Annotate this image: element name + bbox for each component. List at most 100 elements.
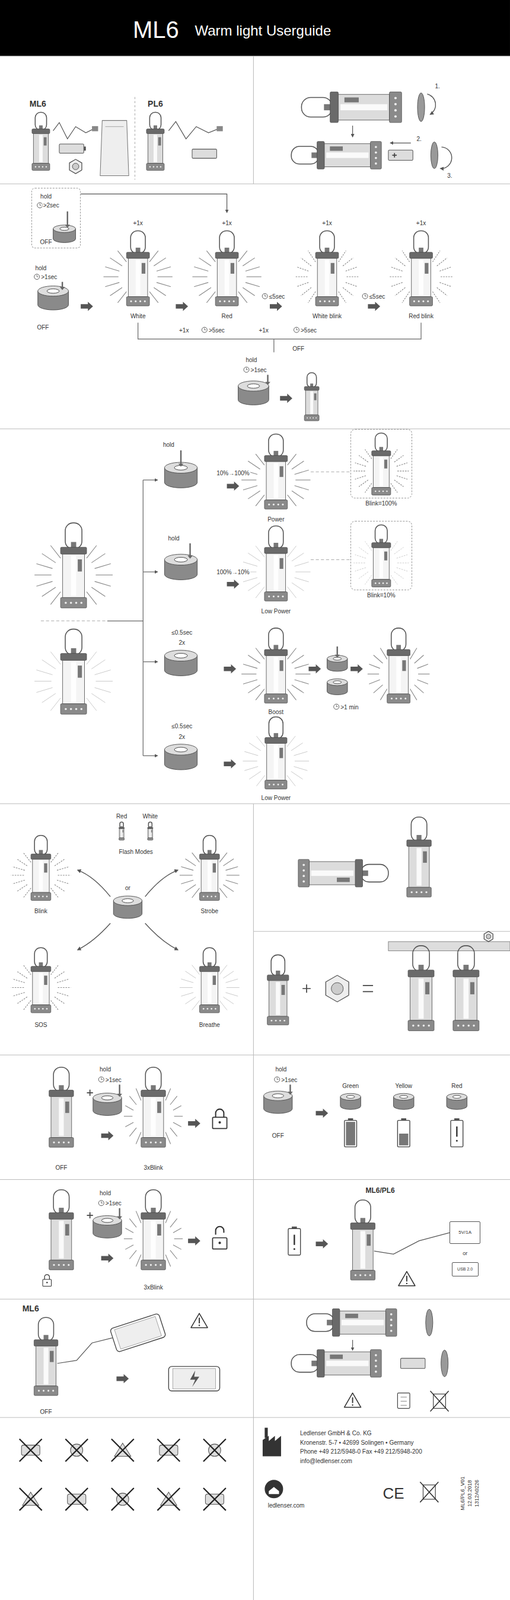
base-dot bbox=[422, 300, 425, 303]
text-label: ML6/PL6 bbox=[364, 1187, 395, 1196]
carabiner-hook bbox=[145, 1068, 161, 1093]
base-dot bbox=[210, 896, 213, 898]
base-dot bbox=[147, 839, 149, 841]
magnet-center bbox=[72, 163, 79, 170]
lantern-figure bbox=[367, 628, 430, 704]
button-icon bbox=[340, 1094, 361, 1111]
power-button bbox=[122, 899, 134, 904]
press-arrowhead bbox=[287, 1092, 293, 1096]
light-ray bbox=[174, 1116, 183, 1118]
lantern-cap bbox=[453, 970, 480, 978]
lantern-body bbox=[338, 94, 390, 120]
light-ray bbox=[294, 680, 309, 685]
step-arrow bbox=[101, 1132, 114, 1142]
carabiner-hook bbox=[268, 526, 284, 550]
warning-triangle bbox=[398, 1272, 416, 1287]
light-ray bbox=[110, 257, 123, 267]
charge-bolt bbox=[190, 1371, 200, 1389]
carabiner-hook bbox=[268, 717, 283, 740]
light-ray bbox=[287, 736, 296, 748]
base-dot bbox=[281, 697, 284, 700]
lantern-base bbox=[141, 1260, 166, 1271]
light-ray bbox=[291, 461, 304, 470]
light-ray bbox=[50, 592, 61, 605]
base-dot bbox=[218, 300, 221, 303]
lantern-body bbox=[36, 1347, 57, 1388]
base-dot bbox=[46, 896, 49, 898]
lantern-base bbox=[118, 838, 124, 841]
lantern-cap bbox=[315, 252, 339, 259]
light-ray bbox=[94, 563, 111, 569]
button-icon bbox=[238, 381, 270, 406]
text-label: >1sec bbox=[40, 273, 58, 281]
light-ray bbox=[94, 687, 111, 693]
diffuser-highlight bbox=[360, 1231, 366, 1270]
light-ray bbox=[16, 885, 28, 893]
lantern-cap bbox=[264, 456, 288, 462]
light-ray bbox=[373, 685, 384, 694]
light-ray bbox=[394, 547, 404, 555]
light-ray bbox=[238, 250, 248, 263]
divider-dashed bbox=[134, 97, 136, 181]
base-dot bbox=[67, 1264, 70, 1267]
diffuser-highlight bbox=[273, 555, 279, 591]
light-ray bbox=[42, 693, 56, 703]
light-ray bbox=[58, 987, 72, 989]
light-ray bbox=[244, 751, 258, 757]
diffuser-highlight bbox=[71, 556, 77, 596]
lantern-base bbox=[406, 887, 432, 898]
side-switch bbox=[43, 137, 47, 146]
text-label: +1x bbox=[321, 219, 333, 226]
lantern-body bbox=[410, 977, 433, 1022]
base-dot bbox=[42, 1008, 44, 1011]
base-dot bbox=[223, 300, 226, 303]
press-arrowhead bbox=[116, 1094, 123, 1098]
magnet-puck bbox=[69, 159, 82, 174]
step-arrow bbox=[187, 1237, 201, 1247]
press-arrow bbox=[118, 1209, 120, 1219]
prohibition-cross bbox=[157, 1489, 180, 1512]
text-label: Boost bbox=[268, 709, 285, 716]
lantern-body bbox=[32, 859, 50, 894]
base-dot bbox=[277, 595, 280, 598]
light-ray bbox=[294, 761, 309, 763]
text-label: +1x bbox=[221, 219, 232, 226]
text-label: 1. bbox=[434, 82, 441, 89]
magnet-puck bbox=[483, 932, 493, 943]
light-ray bbox=[249, 743, 261, 752]
base-dot bbox=[277, 783, 280, 786]
light-ray bbox=[243, 680, 258, 685]
base-dot bbox=[467, 1025, 471, 1028]
side-switch bbox=[384, 552, 388, 561]
lantern-figure bbox=[241, 526, 311, 602]
warning-mark bbox=[406, 1276, 408, 1283]
lantern-figure bbox=[11, 948, 72, 1014]
lantern-figure bbox=[242, 717, 309, 790]
light-ray bbox=[242, 761, 257, 763]
light-ray bbox=[353, 470, 365, 472]
text-label: Blink bbox=[33, 908, 49, 916]
lantern-figure bbox=[192, 230, 261, 306]
base-dot bbox=[354, 1275, 357, 1277]
warning-dot bbox=[351, 1405, 353, 1407]
lock-body bbox=[212, 1238, 227, 1251]
lantern-figure bbox=[294, 230, 360, 306]
text-label: 100%→10% bbox=[215, 569, 251, 576]
header-bar bbox=[0, 0, 510, 57]
side-switch bbox=[230, 263, 235, 274]
carabiner-hook bbox=[301, 97, 333, 117]
light-ray bbox=[56, 979, 70, 984]
page-title: ML6 bbox=[132, 16, 180, 43]
lantern-body bbox=[142, 1219, 164, 1261]
base-dot bbox=[394, 103, 397, 106]
base-dot bbox=[413, 300, 416, 303]
light-ray bbox=[243, 664, 258, 669]
lantern-cap bbox=[350, 1224, 375, 1231]
light-ray bbox=[192, 276, 207, 277]
light-ray bbox=[242, 257, 255, 267]
light-ray bbox=[294, 470, 309, 475]
text-label: ML6 bbox=[29, 99, 47, 109]
text-label: Green bbox=[341, 1083, 360, 1090]
light-ray bbox=[243, 578, 258, 583]
text-label: hold bbox=[162, 441, 175, 448]
